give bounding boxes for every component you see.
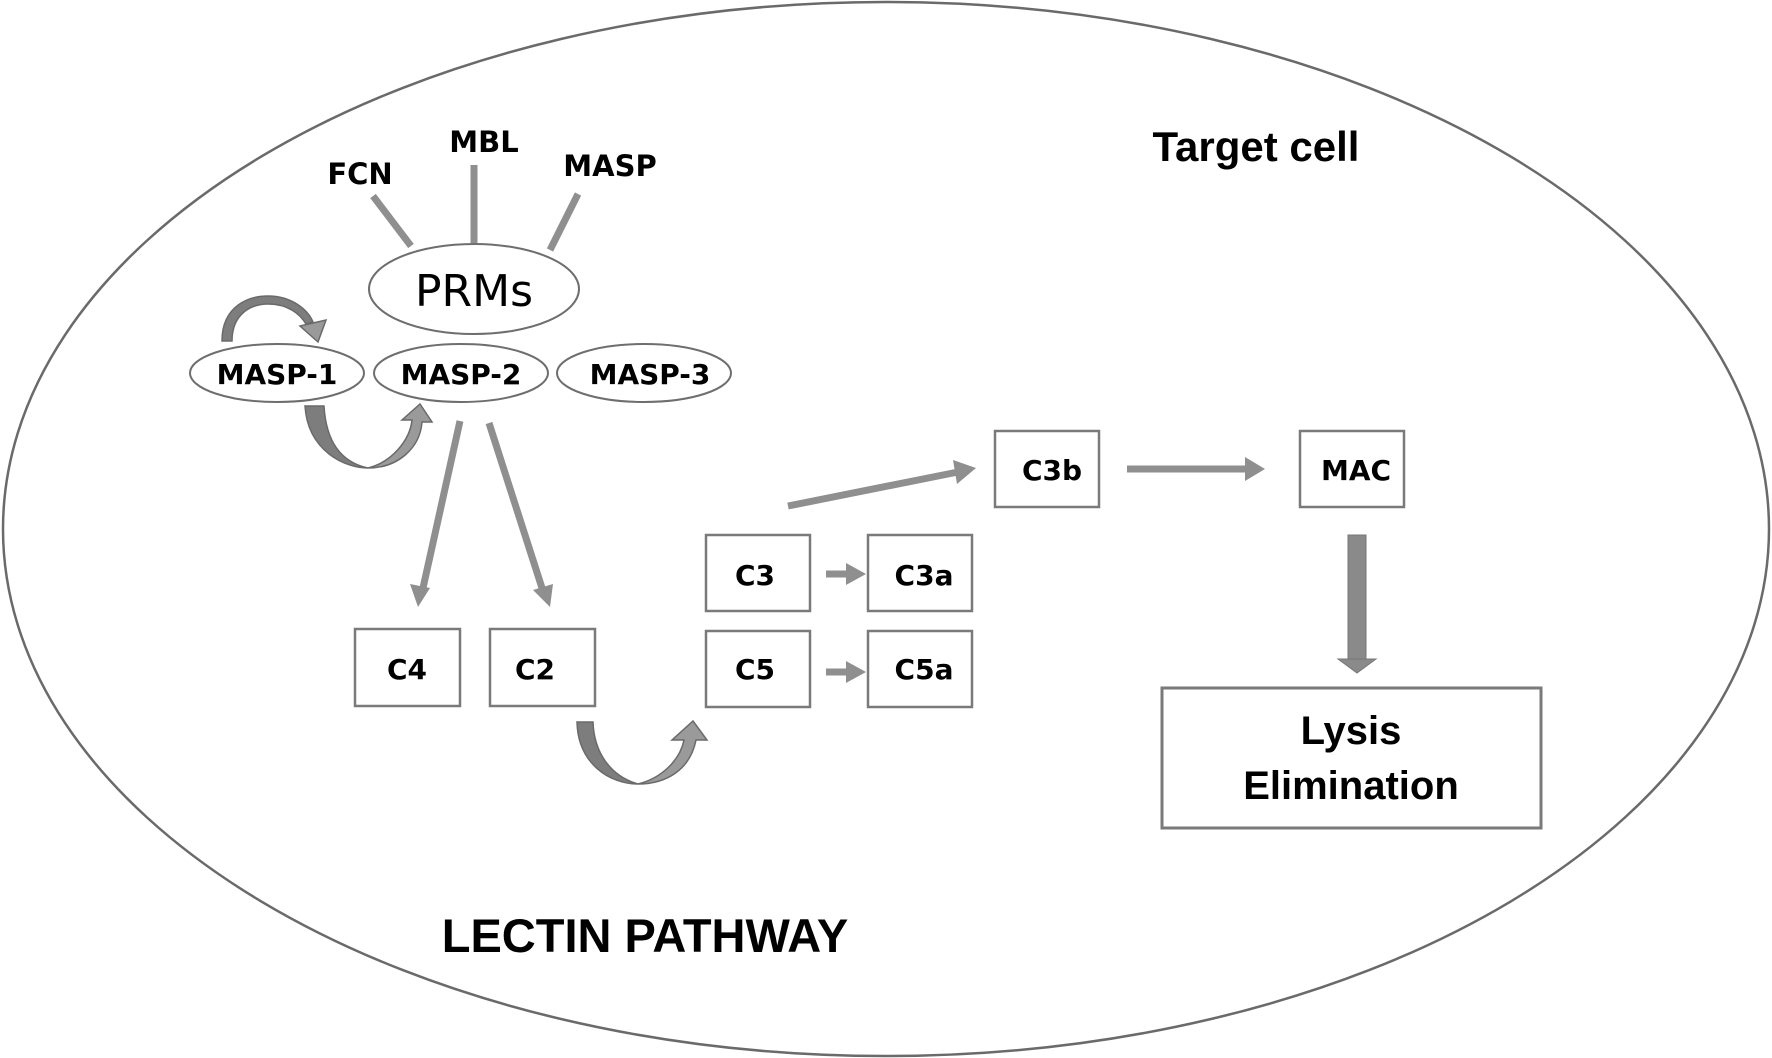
c3b-label: C3b — [1022, 454, 1082, 487]
pathway-title: LECTIN PATHWAY — [442, 909, 848, 962]
masp2-to-c2-arrowhead — [533, 584, 553, 607]
masp-1-node: MASP-1 — [189, 343, 365, 403]
masp1-autoactivation-arrow — [221, 295, 315, 342]
masp2-to-c2-arrow-line — [485, 421, 546, 590]
fcn-connector — [370, 193, 414, 249]
c3-to-c3a-arrowhead — [846, 563, 866, 585]
c3b-node: C3b — [993, 429, 1101, 509]
c5a-node: C5a — [866, 629, 974, 709]
masp-connector — [546, 192, 582, 252]
mac-to-lysis-arrow-shaft — [1347, 534, 1367, 662]
masp-3-label: MASP-3 — [590, 358, 711, 391]
target-cell-label: Target cell — [1153, 123, 1360, 170]
mbl-label: MBL — [449, 125, 518, 159]
c4-label: C4 — [387, 653, 427, 686]
outcome-label-lysis: Lysis — [1301, 709, 1402, 753]
prms-node: PRMs — [368, 243, 580, 335]
c2-label: C2 — [515, 653, 555, 686]
c5-to-c5a-arrowhead — [846, 661, 866, 683]
masp-label: MASP — [563, 149, 656, 183]
c3a-label: C3a — [895, 559, 954, 592]
outcome-label-elimination: Elimination — [1243, 764, 1459, 808]
masp1-to-masp2-arrow-body — [304, 405, 369, 469]
mac-label: MAC — [1321, 454, 1391, 487]
c3a-node: C3a — [866, 533, 974, 613]
c3b-to-mac-arrowhead — [1245, 457, 1265, 481]
prms-label: PRMs — [415, 266, 533, 317]
c2-to-c5-arrow-body — [576, 721, 639, 785]
c5-node: C5 — [704, 629, 812, 709]
masp2-to-c4-arrowhead — [410, 584, 430, 607]
c5a-label: C5a — [895, 653, 954, 686]
masp2-to-c4-arrow-line — [419, 420, 464, 589]
masp1-autoactivation-arrowhead — [298, 318, 328, 344]
c4-node: C4 — [353, 627, 462, 708]
c3-label: C3 — [735, 559, 775, 592]
mac-node: MAC — [1298, 429, 1406, 509]
c2-node: C2 — [488, 627, 597, 708]
masp-2-node: MASP-2 — [373, 343, 549, 403]
fcn-label: FCN — [327, 157, 392, 191]
masp-2-label: MASP-2 — [401, 358, 522, 391]
outcome-node: Lysis Elimination — [1160, 686, 1543, 830]
mac-to-lysis-arrowhead — [1336, 658, 1378, 674]
c3-to-c3b-arrow-line — [787, 468, 959, 510]
c3-node: C3 — [704, 533, 812, 613]
masp-1-label: MASP-1 — [217, 358, 338, 391]
c2-to-c5-arrow-rise — [637, 719, 709, 785]
c5-label: C5 — [735, 653, 775, 686]
c3-to-c3b-arrowhead — [953, 460, 976, 484]
masp-3-node: MASP-3 — [556, 343, 732, 403]
masp1-to-masp2-arrow-rise — [367, 402, 434, 469]
